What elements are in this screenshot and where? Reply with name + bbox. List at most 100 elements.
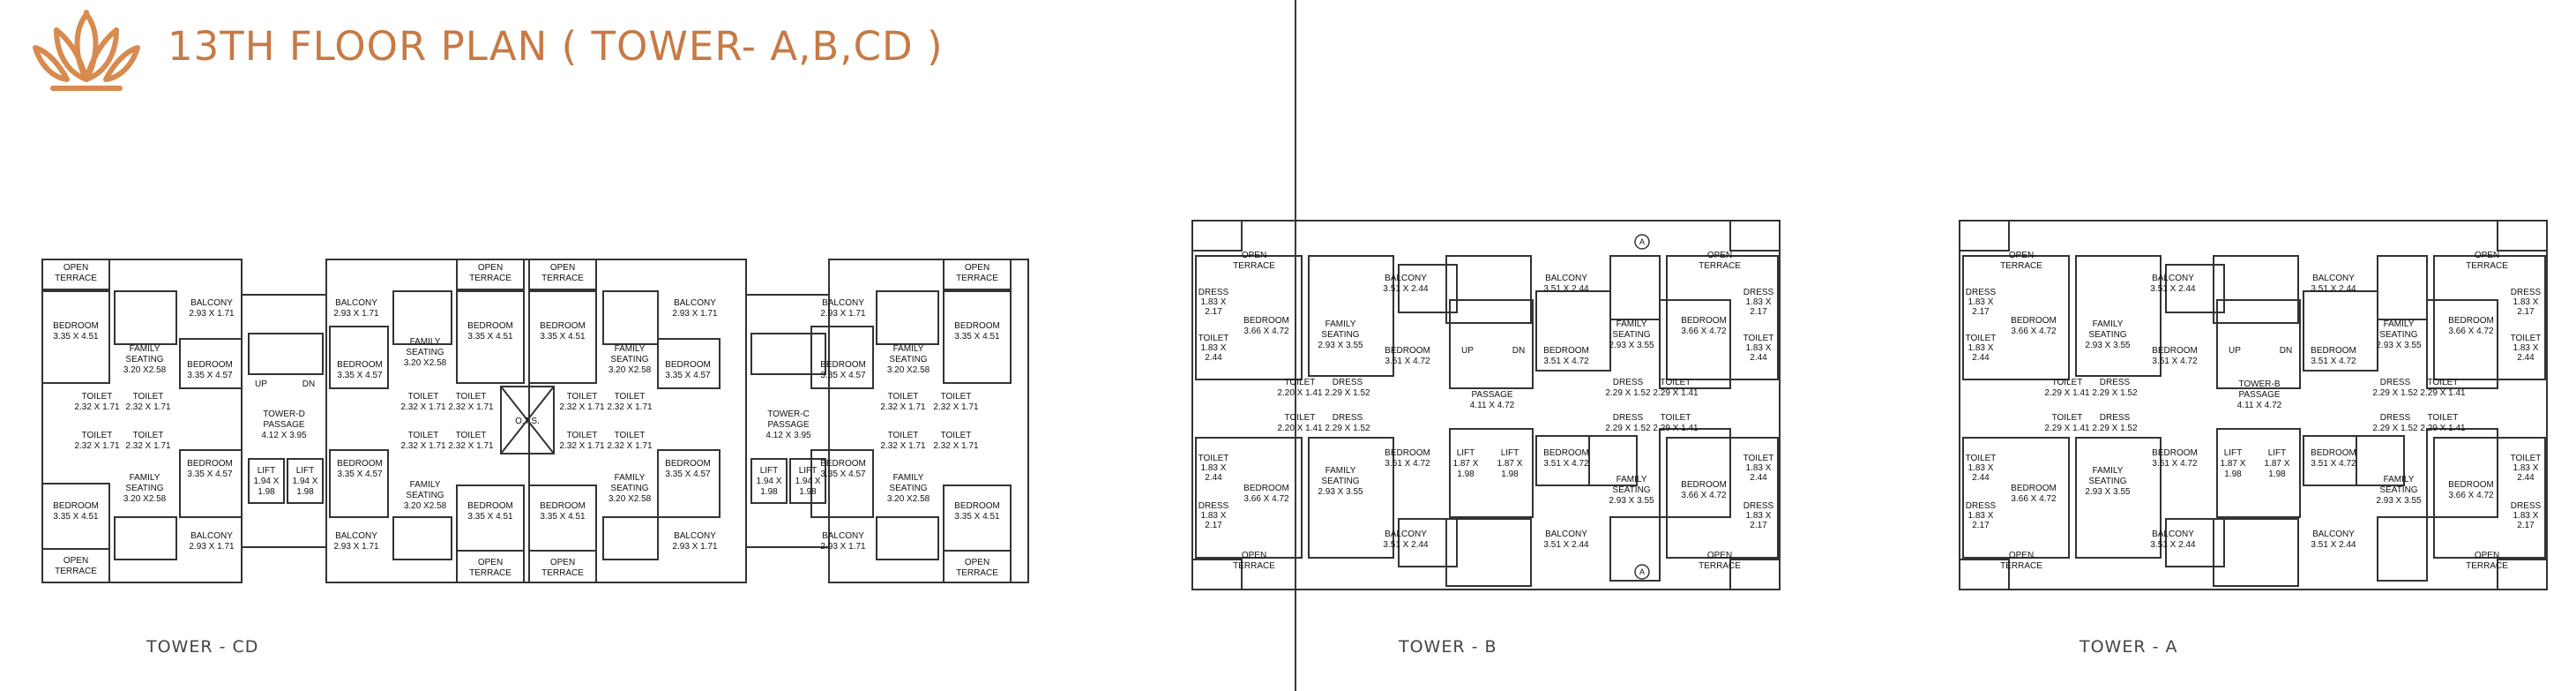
room-dim: 3.20 X2.58 <box>609 365 652 375</box>
room-label: SEATING <box>406 348 444 357</box>
room-dim: 2.20 X 1.41 <box>1277 388 1323 398</box>
room-label: BALCONY <box>822 298 864 308</box>
room-label: SEATING <box>2088 330 2126 340</box>
room-dim: 1.83 X <box>1201 463 1227 473</box>
room-label: TOILET <box>2052 378 2083 387</box>
terrace-label: OPEN <box>63 556 88 566</box>
room-label: LIFT <box>1501 448 1519 458</box>
room-label: BALCONY <box>335 531 377 541</box>
room-label: BEDROOM <box>467 501 513 511</box>
room-dim: 3.66 X 4.72 <box>2011 327 2057 336</box>
room-label: BEDROOM <box>540 501 586 511</box>
room-dim: 1.98 <box>799 487 817 497</box>
terrace-label: TERRACE <box>956 274 998 283</box>
stair-label: UP <box>255 379 267 389</box>
room-dim: 3.51 X 2.44 <box>1383 540 1429 550</box>
room-label: BEDROOM <box>187 459 233 469</box>
room-dim: 2.29 X 1.41 <box>2420 424 2466 433</box>
room-dim: 3.66 X 4.72 <box>1243 494 1289 504</box>
terrace-label: OPEN <box>1707 551 1732 560</box>
terrace-label: TERRACE <box>2466 561 2508 571</box>
room-dim: 2.32 X 1.71 <box>607 441 653 451</box>
room-label: BEDROOM <box>665 360 711 370</box>
room-dim: 2.32 X 1.71 <box>880 402 926 412</box>
room-dim: 2.17 <box>2517 307 2535 317</box>
terrace-label: OPEN <box>1242 551 1266 560</box>
page-title: 13TH FLOOR PLAN ( TOWER- A,B,CD ) <box>168 23 944 70</box>
room-label: LIFT <box>2224 448 2243 458</box>
room-label: BEDROOM <box>337 360 383 370</box>
room-dim: 3.35 X 4.51 <box>53 512 99 522</box>
room-label: LIFT <box>258 466 276 476</box>
room-label: BEDROOM <box>820 360 866 370</box>
room-dim: 3.20 X2.58 <box>404 358 447 368</box>
room-label: DRESS <box>1333 413 1363 423</box>
room-dim: 2.29 X 1.52 <box>2092 424 2138 433</box>
room-dim: 2.29 X 1.52 <box>1605 388 1651 398</box>
room-label: BEDROOM <box>1543 346 1589 356</box>
room-dim: 1.83 X <box>1201 343 1227 353</box>
room-label: TOILET <box>133 392 164 402</box>
room-dim: 2.32 X 1.71 <box>125 402 171 412</box>
room-dim: 2.93 X 1.71 <box>333 542 379 552</box>
terrace-label: TERRACE <box>1699 261 1741 271</box>
section-marker: A <box>1639 237 1645 246</box>
room-label: BEDROOM <box>2152 346 2198 356</box>
room-dim: 1.83 X <box>1746 343 1772 353</box>
room-dim: 3.51 X 2.44 <box>1383 284 1429 294</box>
room-dim: 3.51 X 4.72 <box>1543 459 1589 469</box>
room-label: BEDROOM <box>467 321 513 331</box>
room-dim: 3.51 X 4.72 <box>1385 357 1430 366</box>
room-dim: 1.83 X <box>1201 511 1227 521</box>
room-label: TOILET <box>1285 378 1316 387</box>
terrace-label: OPEN <box>1242 251 1266 260</box>
room-label: TOILET <box>888 392 919 402</box>
terrace-label: OPEN <box>478 263 503 273</box>
room-dim: 2.93 X 3.55 <box>1318 341 1363 350</box>
tower-label-cd: TOWER - CD <box>146 637 259 657</box>
terrace-label: OPEN <box>2475 551 2499 560</box>
room-label: PASSAGE <box>263 420 304 430</box>
room-label: TOILET <box>408 392 439 402</box>
room-dim: 3.66 X 4.72 <box>1243 327 1289 336</box>
room-label: BALCONY <box>2312 530 2355 539</box>
room-label: BEDROOM <box>540 321 586 331</box>
room-dim: 1.98 <box>258 487 275 497</box>
room-label: DRESS <box>1613 378 1644 387</box>
room-label: SEATING <box>125 355 163 364</box>
room-dim: 2.29 X 1.41 <box>1653 388 1699 398</box>
terrace-label: OPEN <box>2009 551 2034 560</box>
room-label: TOILET <box>888 431 919 440</box>
room-dim: 3.51 X 4.72 <box>1385 459 1430 469</box>
room-dim: 2.44 <box>1750 353 1767 363</box>
room-dim: 3.35 X 4.51 <box>540 332 586 342</box>
section-marker: A <box>1639 567 1645 576</box>
terrace-label: TERRACE <box>956 568 998 578</box>
room-dim: 3.66 X 4.72 <box>1681 327 1727 336</box>
tower-label-a: TOWER - A <box>2079 637 2178 657</box>
room-dim: 3.51 X 2.44 <box>1543 540 1589 550</box>
room-dim: 4.11 X 4.72 <box>2237 401 2282 410</box>
room-dim: 3.66 X 4.72 <box>2448 491 2494 500</box>
room-label: DRESS <box>2511 288 2542 297</box>
room-dim: 3.51 X 2.44 <box>2311 540 2356 550</box>
room-dim: 2.17 <box>1972 521 1990 530</box>
room-label: BALCONY <box>2312 274 2355 283</box>
room-label: SEATING <box>1321 330 1359 340</box>
room-label: LIFT <box>760 466 779 476</box>
terrace-label: OPEN <box>965 263 989 273</box>
room-label: FAMILY <box>2384 475 2415 484</box>
room-dim: 3.20 X2.58 <box>123 365 167 375</box>
room-dim: 1.83 X <box>1968 343 1994 353</box>
room-label: BALCONY <box>674 298 716 308</box>
room-dim: 2.93 X 1.71 <box>189 309 235 319</box>
terrace-label: OPEN <box>63 263 88 273</box>
room-label: TOILET <box>133 431 164 440</box>
room-dim: 1.83 X <box>1968 463 1994 473</box>
terrace-label: TERRACE <box>1233 561 1275 571</box>
room-label: SEATING <box>889 355 927 364</box>
room-dim: 1.83 X <box>1746 463 1772 473</box>
room-dim: 1.98 <box>760 487 778 497</box>
